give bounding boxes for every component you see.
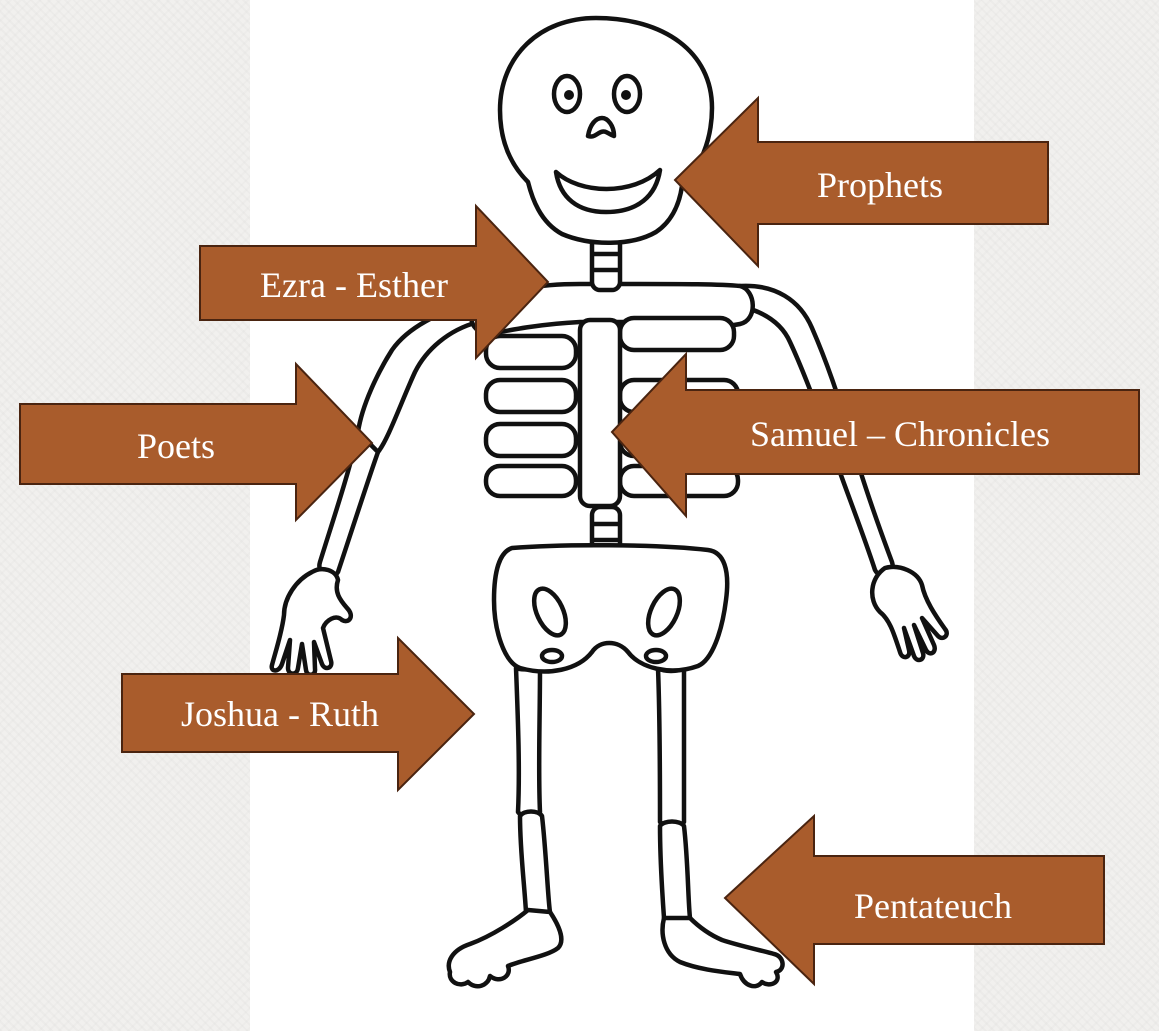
arrow-poets: Poets bbox=[20, 364, 372, 520]
arrow-prophets: Prophets bbox=[675, 98, 1048, 266]
ezra-esther-label: Ezra - Esther bbox=[260, 265, 448, 305]
prophets-label: Prophets bbox=[817, 165, 943, 205]
skeleton-pelvis bbox=[494, 545, 727, 671]
skeleton-right-leg bbox=[658, 668, 783, 986]
arrow-ezra-esther: Ezra - Esther bbox=[200, 206, 548, 358]
pentateuch-label: Pentateuch bbox=[854, 886, 1012, 926]
samuel-chronicles-label: Samuel – Chronicles bbox=[750, 414, 1050, 454]
joshua-ruth-label: Joshua - Ruth bbox=[181, 694, 379, 734]
skeleton-skull bbox=[500, 18, 712, 243]
poets-label: Poets bbox=[137, 426, 215, 466]
